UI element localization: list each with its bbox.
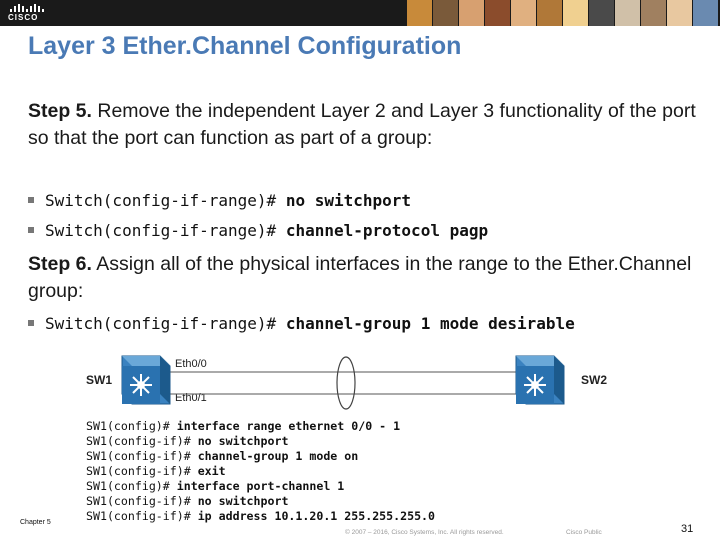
bullet-command: no switchport xyxy=(285,191,412,210)
etherchannel-topology-diagram: SW1 SW2 Eth0/0 Eth0/1 xyxy=(84,352,614,424)
sw2-label: SW2 xyxy=(581,373,608,387)
banner-photo xyxy=(433,0,458,26)
banner-photo xyxy=(407,0,432,26)
banner-photo-strip xyxy=(407,0,718,26)
bullet-item: Switch(config-if-range)# channel-protoco… xyxy=(28,221,488,240)
port-eth0-0-label: Eth0/0 xyxy=(175,358,207,370)
step-6-text: Assign all of the physical interfaces in… xyxy=(28,253,692,302)
cli-prompt: SW1(config-if)# xyxy=(86,464,198,478)
sw1-switch-icon xyxy=(121,355,171,405)
copyright-text: © 2007 – 2016, Cisco Systems, Inc. All r… xyxy=(345,529,504,536)
cli-prompt: SW1(config)# xyxy=(86,479,177,493)
bullet-square-icon xyxy=(28,196,34,203)
banner-photo xyxy=(511,0,536,26)
cli-line: SW1(config-if)# ip address 10.1.20.1 255… xyxy=(86,509,435,524)
banner-photo xyxy=(459,0,484,26)
banner-photo xyxy=(667,0,692,26)
banner-photo xyxy=(485,0,510,26)
cli-line: SW1(config-if)# exit xyxy=(86,464,435,479)
cli-line: SW1(config-if)# no switchport xyxy=(86,434,435,449)
cli-line: SW1(config)# interface range ethernet 0/… xyxy=(86,419,435,434)
cli-prompt: SW1(config-if)# xyxy=(86,449,198,463)
top-banner: CISCO xyxy=(0,0,720,26)
sw1-label: SW1 xyxy=(86,373,113,387)
sw2-switch-icon xyxy=(515,355,565,405)
banner-photo xyxy=(537,0,562,26)
cisco-logo: CISCO xyxy=(8,4,44,22)
cli-config-listing: SW1(config)# interface range ethernet 0/… xyxy=(86,419,435,524)
cli-command: ip address 10.1.20.1 255.255.255.0 xyxy=(197,509,436,523)
banner-photo xyxy=(693,0,718,26)
bullet-prompt: Switch(config-if-range)# xyxy=(45,191,286,210)
step-6-label: Step 6. xyxy=(28,253,92,275)
bullet-command: channel-protocol pagp xyxy=(285,221,489,240)
step-6-paragraph: Step 6. Assign all of the physical inter… xyxy=(28,251,708,305)
cli-command: no switchport xyxy=(197,434,289,448)
slide-title: Layer 3 Ether.Channel Configuration xyxy=(28,32,462,60)
cli-line: SW1(config)# interface port-channel 1 xyxy=(86,479,435,494)
cisco-logo-bars-icon xyxy=(10,4,44,12)
port-eth0-1-label: Eth0/1 xyxy=(175,392,207,404)
cli-prompt: SW1(config-if)# xyxy=(86,434,198,448)
banner-photo xyxy=(615,0,640,26)
cli-line: SW1(config-if)# channel-group 1 mode on xyxy=(86,449,435,464)
banner-photo xyxy=(589,0,614,26)
topology-svg xyxy=(121,355,565,410)
bullet-item: Switch(config-if-range)# no switchport xyxy=(28,191,411,210)
bullet-command: channel-group 1 mode desirable xyxy=(285,314,575,333)
page-number: 31 xyxy=(681,523,694,535)
cli-prompt: SW1(config-if)# xyxy=(86,494,198,508)
cli-command: no switchport xyxy=(197,494,289,508)
bullet-square-icon xyxy=(28,226,34,233)
cli-prompt: SW1(config-if)# xyxy=(86,509,198,523)
step-5-text: Remove the independent Layer 2 and Layer… xyxy=(28,100,696,149)
cli-line: SW1(config-if)# no switchport xyxy=(86,494,435,509)
chapter-label: Chapter 5 xyxy=(20,519,51,526)
banner-photo xyxy=(641,0,666,26)
cli-command: interface port-channel 1 xyxy=(176,479,345,493)
cli-command: channel-group 1 mode on xyxy=(197,449,359,463)
cisco-logo-text: CISCO xyxy=(8,13,39,22)
step-5-label: Step 5. xyxy=(28,100,92,122)
classification-text: Cisco Public xyxy=(566,529,602,536)
step-5-paragraph: Step 5. Remove the independent Layer 2 a… xyxy=(28,98,708,152)
cli-command: interface range ethernet 0/0 - 1 xyxy=(176,419,401,433)
bullet-item: Switch(config-if-range)# channel-group 1… xyxy=(28,314,575,333)
bullet-square-icon xyxy=(28,319,34,326)
bullet-prompt: Switch(config-if-range)# xyxy=(45,314,286,333)
cli-command: exit xyxy=(197,464,226,478)
cli-prompt: SW1(config)# xyxy=(86,419,177,433)
bullet-prompt: Switch(config-if-range)# xyxy=(45,221,286,240)
banner-photo xyxy=(563,0,588,26)
etherchannel-bundle-oval xyxy=(336,356,356,410)
